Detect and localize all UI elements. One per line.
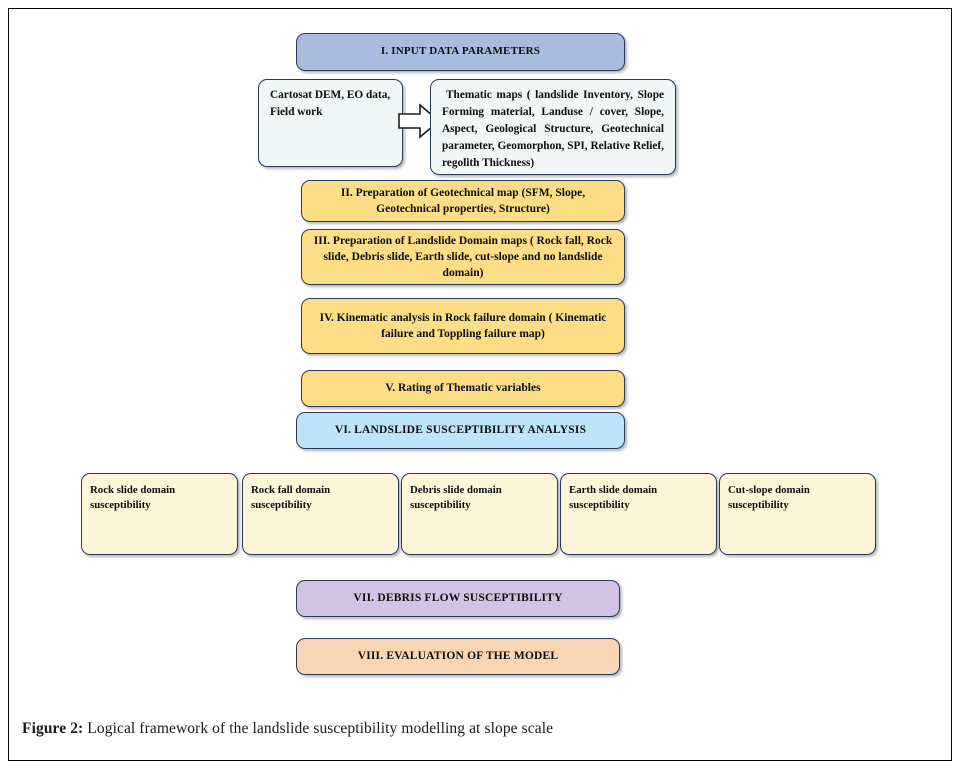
- domain-card-earth-slide-label: Earth slide domain susceptibility: [569, 484, 658, 512]
- stage-kinematic-analysis-label: IV. Kinematic analysis in Rock failure d…: [319, 311, 607, 340]
- stage-evaluation-of-the-model: VIII. EVALUATION OF THE MODEL: [296, 638, 620, 675]
- input-source-data-label: Cartosat DEM, EO data, Field work: [270, 89, 391, 118]
- stage-geotechnical-map-label: II. Preparation of Geotechnical map (SFM…: [340, 186, 586, 215]
- domain-card-rock-fall: Rock fall domain susceptibility: [242, 473, 399, 555]
- domain-card-rock-slide: Rock slide domain susceptibility: [81, 473, 238, 555]
- stage-rating-thematic-variables-label: V. Rating of Thematic variables: [385, 382, 541, 395]
- input-source-data-box: Cartosat DEM, EO data, Field work: [258, 79, 403, 167]
- block-arrow-right-icon: [396, 101, 442, 141]
- stage-landslide-susceptibility-analysis-label: VI. LANDSLIDE SUSCEPTIBILITY ANALYSIS: [334, 424, 587, 437]
- domain-card-earth-slide: Earth slide domain susceptibility: [560, 473, 717, 555]
- stage-debris-flow-susceptibility: VII. DEBRIS FLOW SUSCEPTIBILITY: [296, 580, 620, 617]
- stage-kinematic-analysis: IV. Kinematic analysis in Rock failure d…: [301, 298, 625, 354]
- stage-debris-flow-susceptibility-label: VII. DEBRIS FLOW SUSCEPTIBILITY: [353, 592, 563, 605]
- domain-card-rock-fall-label: Rock fall domain susceptibility: [251, 484, 331, 512]
- stage-landslide-susceptibility-analysis: VI. LANDSLIDE SUSCEPTIBILITY ANALYSIS: [296, 412, 625, 449]
- stage-input-data-parameters-label: I. INPUT DATA PARAMETERS: [380, 45, 541, 58]
- figure-caption-label: Figure 2:: [22, 720, 84, 737]
- domain-card-cut-slope-label: Cut-slope domain susceptibility: [728, 484, 810, 512]
- domain-card-cut-slope: Cut-slope domain susceptibility: [719, 473, 876, 555]
- stage-landslide-domain-maps: III. Preparation of Landslide Domain map…: [301, 229, 625, 285]
- stage-rating-thematic-variables: V. Rating of Thematic variables: [301, 370, 625, 407]
- domain-card-debris-slide-label: Debris slide domain susceptibility: [410, 484, 502, 512]
- stage-geotechnical-map: II. Preparation of Geotechnical map (SFM…: [301, 180, 625, 222]
- stage-evaluation-of-the-model-label: VIII. EVALUATION OF THE MODEL: [357, 650, 559, 663]
- domain-card-rock-slide-label: Rock slide domain susceptibility: [90, 484, 176, 512]
- input-thematic-maps-box: Thematic maps ( landslide Inventory, Slo…: [430, 79, 676, 175]
- figure-caption-text: Logical framework of the landslide susce…: [87, 720, 554, 737]
- figure-caption: Figure 2: Logical framework of the lands…: [22, 720, 922, 738]
- stage-landslide-domain-maps-label: III. Preparation of Landslide Domain map…: [313, 234, 613, 280]
- stage-input-data-parameters: I. INPUT DATA PARAMETERS: [296, 33, 625, 71]
- input-thematic-maps-label: Thematic maps ( landslide Inventory, Slo…: [442, 89, 664, 169]
- domain-card-debris-slide: Debris slide domain susceptibility: [401, 473, 558, 555]
